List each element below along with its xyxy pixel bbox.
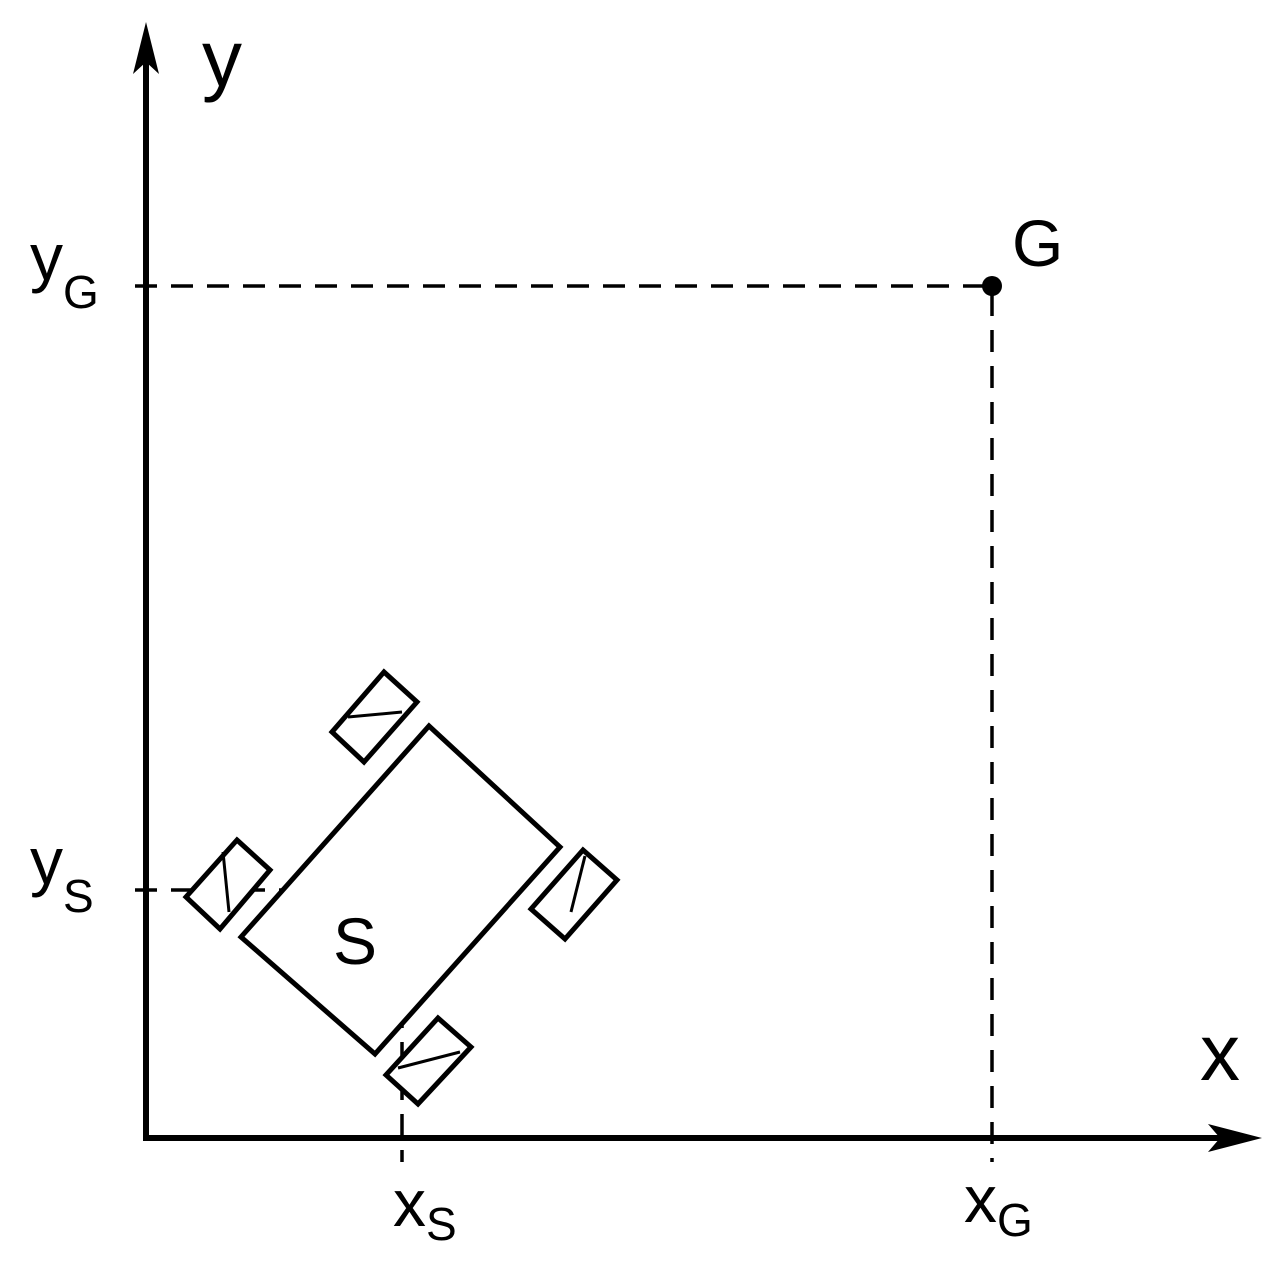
goal-point bbox=[982, 276, 1002, 296]
robot-body bbox=[237, 722, 564, 1058]
wheel-top bbox=[328, 668, 421, 766]
y-axis-arrowhead bbox=[133, 22, 159, 74]
x-axis-arrowhead bbox=[1208, 1124, 1262, 1152]
y-goal-tick-label: yG bbox=[30, 220, 99, 318]
projection-lines bbox=[135, 284, 994, 1162]
axes bbox=[143, 34, 1250, 1141]
x-goal-sub: G bbox=[997, 1194, 1033, 1246]
x-start-sub: S bbox=[426, 1198, 457, 1250]
y-goal-sub: G bbox=[63, 266, 99, 318]
x-start-main: x bbox=[393, 1166, 426, 1240]
robot-vehicle bbox=[182, 668, 621, 1108]
x-goal-tick-label: xG bbox=[964, 1162, 1033, 1246]
wheel-right bbox=[527, 846, 621, 943]
start-label: S bbox=[333, 904, 377, 978]
y-start-tick-label: yS bbox=[30, 824, 94, 922]
x-goal-main: x bbox=[964, 1162, 997, 1236]
y-goal-main: y bbox=[30, 220, 63, 294]
axis-arrowheads bbox=[133, 22, 1262, 1152]
wheel-bottom bbox=[382, 1014, 475, 1108]
y-axis-label: y bbox=[202, 14, 242, 103]
goal-label: G bbox=[1012, 206, 1063, 280]
x-start-tick-label: xS bbox=[393, 1166, 457, 1250]
wheel-left bbox=[182, 836, 274, 933]
y-start-sub: S bbox=[63, 870, 94, 922]
x-axis-label: x bbox=[1200, 1008, 1240, 1097]
y-start-main: y bbox=[30, 824, 63, 898]
